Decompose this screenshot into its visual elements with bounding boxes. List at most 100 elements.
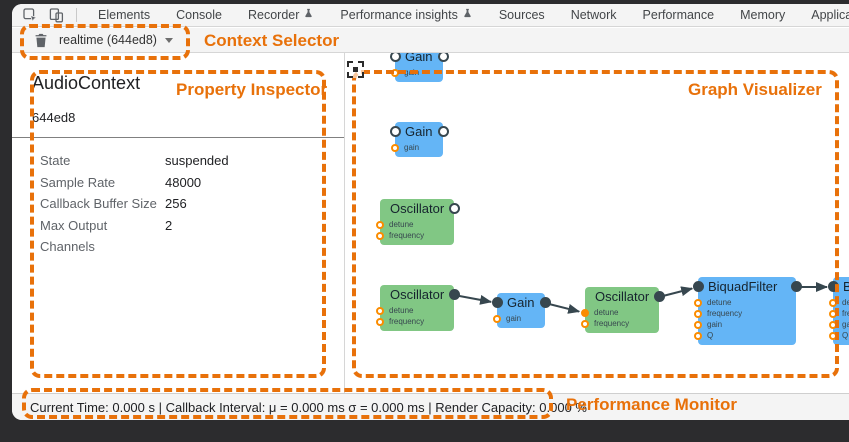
- tab-recorder[interactable]: Recorder: [235, 4, 327, 26]
- param-port-gain: [391, 69, 399, 77]
- inspector-divider: [12, 137, 344, 138]
- node-param-label: detune: [594, 308, 619, 317]
- tab-application[interactable]: Application: [798, 4, 849, 26]
- property-label: Max Output Channels: [40, 217, 108, 255]
- tab-label: Performance: [642, 8, 715, 22]
- property-label: State: [40, 153, 71, 168]
- tab-performance-insights[interactable]: Performance insights: [327, 4, 485, 26]
- webaudio-toolbar: realtime (644ed8): [12, 28, 849, 53]
- tab-network[interactable]: Network: [558, 4, 630, 26]
- tab-elements[interactable]: Elements: [85, 4, 163, 26]
- tab-label: Application: [811, 8, 849, 22]
- node-param-label: frequency: [389, 317, 425, 326]
- param-port-detune: [581, 309, 589, 317]
- property-value: suspended: [165, 153, 229, 168]
- tab-strip: Elements Console Recorder Performance insig…: [85, 4, 849, 26]
- node-param-label: frequency: [842, 309, 849, 318]
- performance-monitor-text: Current Time: 0.000 s | Callback Interva…: [30, 399, 587, 415]
- output-port: [540, 297, 551, 308]
- input-port: [390, 126, 401, 137]
- inspect-icon[interactable]: [22, 7, 38, 23]
- tab-label: Performance insights: [340, 8, 458, 22]
- node-title: Oscillator: [390, 201, 445, 216]
- node-title: BiquadFilter: [708, 279, 778, 294]
- param-port-gain: [391, 144, 399, 152]
- chevron-down-icon: [164, 37, 173, 43]
- param-port-gain: [694, 321, 702, 329]
- input-port: [492, 297, 503, 308]
- output-port: [449, 203, 460, 214]
- property-row: Sample Rate 48000: [40, 172, 344, 194]
- toolbar-divider: [76, 8, 77, 22]
- audio-node-gain-1[interactable]: Gain gain: [390, 53, 449, 82]
- node-title: BiquadFilter: [843, 279, 849, 294]
- tab-console[interactable]: Console: [163, 4, 235, 26]
- property-label: Sample Rate: [40, 174, 116, 190]
- property-value: 48000: [165, 174, 202, 190]
- trash-icon[interactable]: [34, 33, 48, 48]
- output-port: [438, 126, 449, 137]
- property-row: Max Output Channels 2: [40, 215, 344, 258]
- node-param-label: detune: [389, 220, 414, 229]
- node-param-label: detune: [842, 298, 849, 307]
- node-title: Gain: [507, 295, 535, 310]
- param-port-detune: [376, 307, 384, 315]
- node-title: Gain: [405, 124, 433, 139]
- audiocontext-id: 644ed8: [32, 110, 76, 125]
- devtools-window: Elements Console Recorder Performance insig…: [12, 4, 849, 420]
- output-port: [654, 291, 665, 302]
- tab-performance[interactable]: Performance: [630, 4, 728, 26]
- property-row: State suspended: [40, 150, 344, 172]
- property-value: 2: [165, 217, 173, 233]
- flask-icon: [462, 8, 473, 22]
- tab-label: Console: [176, 8, 222, 22]
- param-port-Q: [694, 332, 702, 340]
- param-port-Q: [829, 332, 837, 340]
- param-port-detune: [376, 221, 384, 229]
- output-port: [438, 53, 449, 62]
- node-param-label: gain: [842, 320, 849, 329]
- node-param-label: gain: [506, 314, 522, 323]
- audiocontext-title: AudioContext: [32, 73, 141, 93]
- param-port-gain: [829, 321, 837, 329]
- audio-node-gain-3[interactable]: Gain gain: [492, 293, 551, 328]
- node-title: Oscillator: [595, 289, 650, 304]
- context-selector-dropdown[interactable]: realtime (644ed8): [59, 33, 173, 47]
- param-port-frequency: [581, 320, 589, 328]
- node-param-label: gain: [404, 143, 420, 152]
- input-port: [693, 281, 704, 292]
- tab-label: Network: [570, 8, 617, 22]
- tab-label: Recorder: [247, 8, 300, 22]
- param-port-frequency: [376, 232, 384, 240]
- tab-sources[interactable]: Sources: [486, 4, 558, 26]
- property-value: 256: [165, 196, 187, 211]
- tab-label: Elements: [98, 8, 151, 22]
- param-port-gain: [493, 315, 501, 323]
- tab-memory[interactable]: Memory: [727, 4, 798, 26]
- node-param-label: gain: [707, 320, 723, 329]
- context-selector-value: realtime (644ed8): [59, 33, 157, 47]
- param-port-detune: [694, 299, 702, 307]
- device-toolbar-icon[interactable]: [48, 7, 64, 23]
- audio-node-gain-2[interactable]: Gain gain: [390, 122, 449, 157]
- node-title: Gain: [405, 53, 433, 64]
- performance-monitor-bar: Current Time: 0.000 s | Callback Interva…: [12, 393, 849, 420]
- node-param-label: detune: [707, 298, 732, 307]
- output-port: [449, 289, 460, 300]
- input-port: [828, 281, 839, 292]
- param-port-frequency: [829, 310, 837, 318]
- node-param-label: frequency: [707, 309, 743, 318]
- node-param-label: gain: [404, 68, 420, 77]
- node-param-label: detune: [389, 306, 414, 315]
- devtools-tab-bar: Elements Console Recorder Performance insig…: [12, 4, 849, 27]
- tab-label: Sources: [498, 8, 545, 22]
